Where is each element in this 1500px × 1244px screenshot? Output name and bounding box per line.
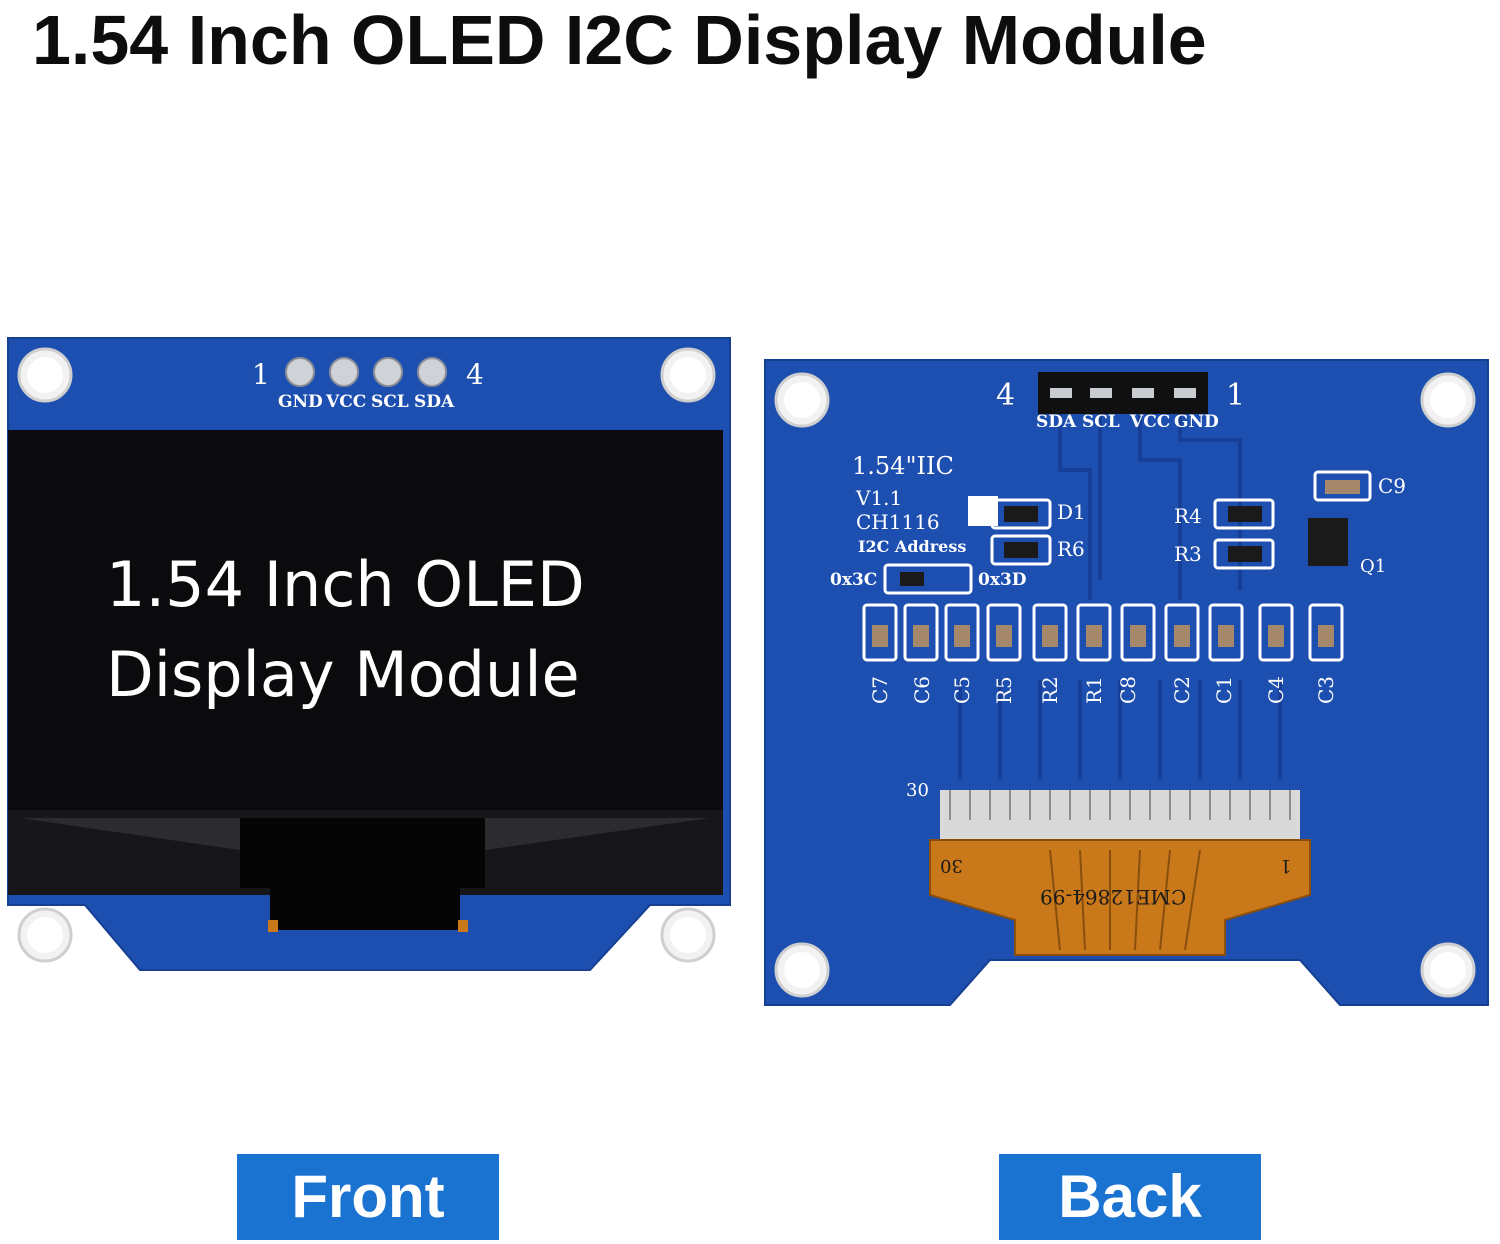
silk-c9: C9 <box>1378 474 1407 498</box>
silk-c2: C2 <box>1170 675 1194 704</box>
silk-c3: C3 <box>1314 675 1338 704</box>
silk-r4: R4 <box>1174 504 1202 528</box>
silk-r5: R5 <box>992 676 1016 704</box>
silk-c6: C6 <box>910 675 934 704</box>
silk-r3: R3 <box>1174 542 1202 566</box>
front-pin-label-vcc: VCC <box>326 392 367 412</box>
back-pin-label-sda: SDA <box>1036 412 1077 432</box>
fpc-number-left: 30 <box>940 855 963 876</box>
back-pin-label-vcc: VCC <box>1130 412 1171 432</box>
silk-c5: C5 <box>950 675 974 704</box>
front-pin-label-sda: SDA <box>414 392 455 412</box>
silk-q1: Q1 <box>1360 556 1387 577</box>
back-pin-number-right: 1 <box>1226 378 1246 413</box>
back-pin-number-left: 4 <box>996 378 1016 413</box>
back-pin-label-gnd: GND <box>1174 412 1219 432</box>
fpc-part-number: CME12864-99 <box>1040 885 1187 909</box>
back-module: 4 1 SDA SCL VCC GND 1.54"IIC V1.1 CH1116… <box>760 350 1500 1020</box>
silk-i2c-address-label: I2C Address <box>858 537 967 556</box>
front-pin-label-gnd: GND <box>278 392 323 412</box>
front-header-pins <box>285 357 447 387</box>
fpc-number-right: 1 <box>1280 855 1292 876</box>
back-caption: Back <box>999 1154 1261 1240</box>
silk-r6: R6 <box>1057 537 1085 561</box>
front-pin-label-scl: SCL <box>371 392 409 412</box>
silk-c4: C4 <box>1264 675 1288 704</box>
front-screen-line-1: 1.54 Inch OLED <box>106 548 585 621</box>
silk-r2: R2 <box>1038 676 1062 704</box>
front-screen-line-2: Display Module <box>106 638 580 711</box>
silk-c7: C7 <box>868 675 892 704</box>
silk-chip: CH1116 <box>856 510 940 534</box>
front-pin-number-right: 4 <box>466 358 484 391</box>
silk-c8: C8 <box>1116 675 1140 704</box>
silk-address-0x3c: 0x3C <box>830 570 878 590</box>
silk-version: V1.1 <box>856 486 903 510</box>
front-board-graphic <box>7 337 731 971</box>
fpc-number-top: 30 <box>906 780 929 801</box>
back-board-graphic <box>764 359 1489 1006</box>
front-pin-number-left: 1 <box>252 358 270 391</box>
silk-model: 1.54"IIC <box>852 452 954 480</box>
silk-r1: R1 <box>1082 676 1106 704</box>
front-module: 1 4 GND VCC SCL SDA 1.54 Inch OLED Displ… <box>0 330 740 990</box>
front-caption: Front <box>237 1154 499 1240</box>
silk-d1: D1 <box>1057 500 1086 524</box>
silk-address-0x3d: 0x3D <box>978 570 1027 590</box>
back-pin-label-scl: SCL <box>1082 412 1120 432</box>
silk-c1: C1 <box>1212 675 1236 704</box>
page-title: 1.54 Inch OLED I2C Display Module <box>32 1 1207 79</box>
